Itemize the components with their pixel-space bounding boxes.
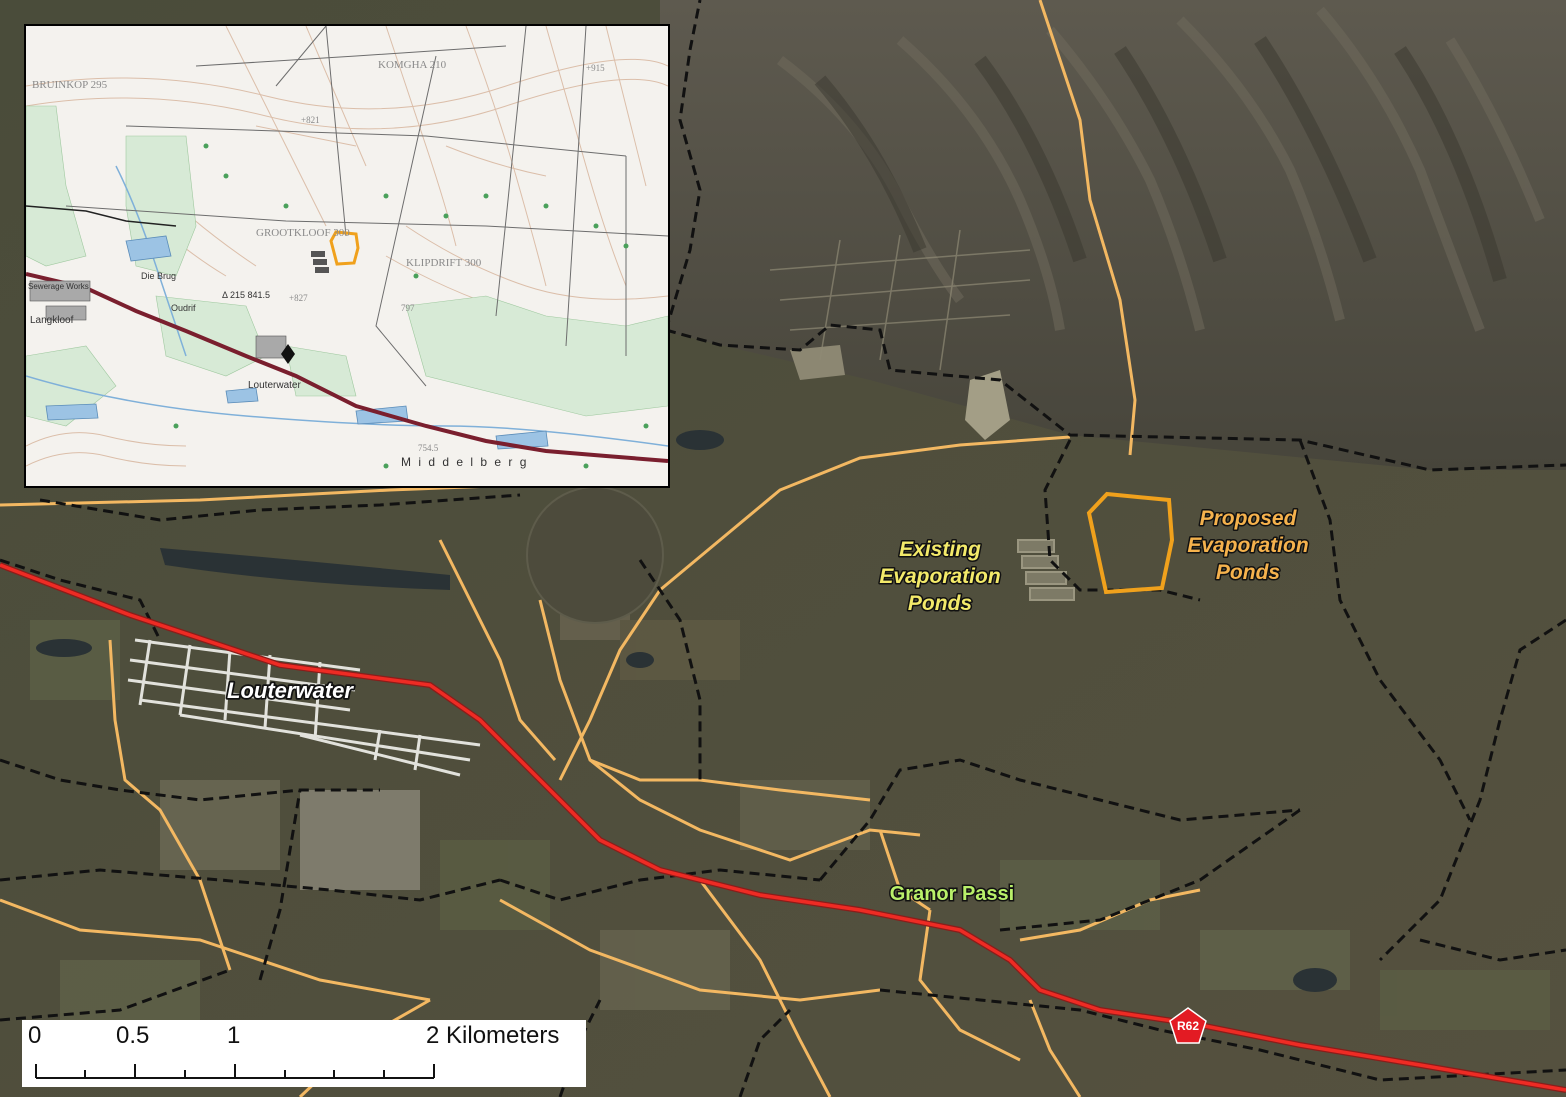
proposed-ponds-outline[interactable] xyxy=(1086,491,1175,595)
topographic-inset-map[interactable]: KOMGHA 210 BRUINKOP 295 GROOTKLOOF 300 K… xyxy=(24,24,670,488)
inset-dams xyxy=(45,235,549,450)
inset-label-langkloof: Langkloof xyxy=(30,315,74,326)
r62-shield-label: R62 xyxy=(1177,1019,1199,1033)
inset-label-spot-827: +827 xyxy=(289,293,308,303)
inset-label-oudrif: Oudrif xyxy=(171,303,196,313)
inset-label-komgha: KOMGHA 210 xyxy=(378,59,447,71)
scale-bar-ticks xyxy=(35,1064,435,1079)
inset-highway xyxy=(26,272,668,463)
inset-town-blocks xyxy=(29,280,287,359)
existing-ponds-label-2: Evaporation xyxy=(879,565,1000,588)
farm-dams xyxy=(36,430,1337,992)
r62-route-shield[interactable]: R62 xyxy=(1169,1007,1207,1044)
proposed-ponds-label-1: Proposed xyxy=(1200,507,1298,530)
inset-label-bruinkop: BRUINKOP 295 xyxy=(32,79,108,91)
existing-evaporation-ponds xyxy=(1017,539,1075,601)
scale-label-2-km: 2 Kilometers xyxy=(426,1022,560,1049)
orchard-grid xyxy=(769,229,1031,371)
proposed-ponds-label-3: Ponds xyxy=(1216,561,1280,584)
inset-svg: KOMGHA 210 BRUINKOP 295 GROOTKLOOF 300 K… xyxy=(26,26,668,486)
inset-site-buildings xyxy=(311,251,329,273)
inset-property-lines xyxy=(65,26,668,387)
mountain-shadows xyxy=(814,36,1507,282)
r62-road[interactable] xyxy=(0,563,1566,1092)
quarry-west xyxy=(790,345,845,380)
inset-label-spot-797: 797 xyxy=(401,303,415,313)
inset-label-klipdrift: KLIPDRIFT 300 xyxy=(406,257,482,269)
existing-ponds-label-3: Ponds xyxy=(908,592,972,615)
inset-label-spot-821: +821 xyxy=(301,115,320,125)
inset-proposed-site xyxy=(329,230,360,266)
existing-ponds-label-1: Existing xyxy=(899,538,981,561)
secondary-roads xyxy=(0,0,1201,1097)
scale-label-1: 1 xyxy=(227,1022,241,1049)
granor-passi-label: Granor Passi xyxy=(890,883,1015,905)
farmland-fields xyxy=(30,560,1550,1030)
inset-secondary-road xyxy=(26,205,177,227)
center-pivot-field xyxy=(526,486,664,624)
inset-label-hoogte: +915 xyxy=(586,63,605,73)
inset-label-grootkloof: GROOTKLOOF 300 xyxy=(256,227,350,239)
proposed-ponds-label-2: Evaporation xyxy=(1187,534,1308,557)
louterwater-label: Louterwater xyxy=(227,678,354,703)
inset-label-middelberg: M i d d e l b e r g xyxy=(401,455,528,469)
inset-label-louterwater: Louterwater xyxy=(248,380,301,391)
scale-label-0-5: 0.5 xyxy=(116,1022,150,1049)
inset-cultivated-areas xyxy=(26,105,668,427)
inset-rivers xyxy=(26,165,668,447)
quarry xyxy=(965,370,1010,440)
inset-label-trig: Δ 215 841.5 xyxy=(222,290,270,300)
inset-label-sewerage: Sewerage Works xyxy=(28,282,89,291)
inset-town-marker xyxy=(281,344,295,364)
scale-label-0: 0 xyxy=(28,1022,42,1049)
inset-point-features xyxy=(173,143,649,469)
inset-label-spot-754: 754.5 xyxy=(418,443,439,453)
inset-label-die-brug: Die Brug xyxy=(141,271,176,281)
scale-bar: 0 0.5 1 2 Kilometers xyxy=(22,1020,586,1087)
